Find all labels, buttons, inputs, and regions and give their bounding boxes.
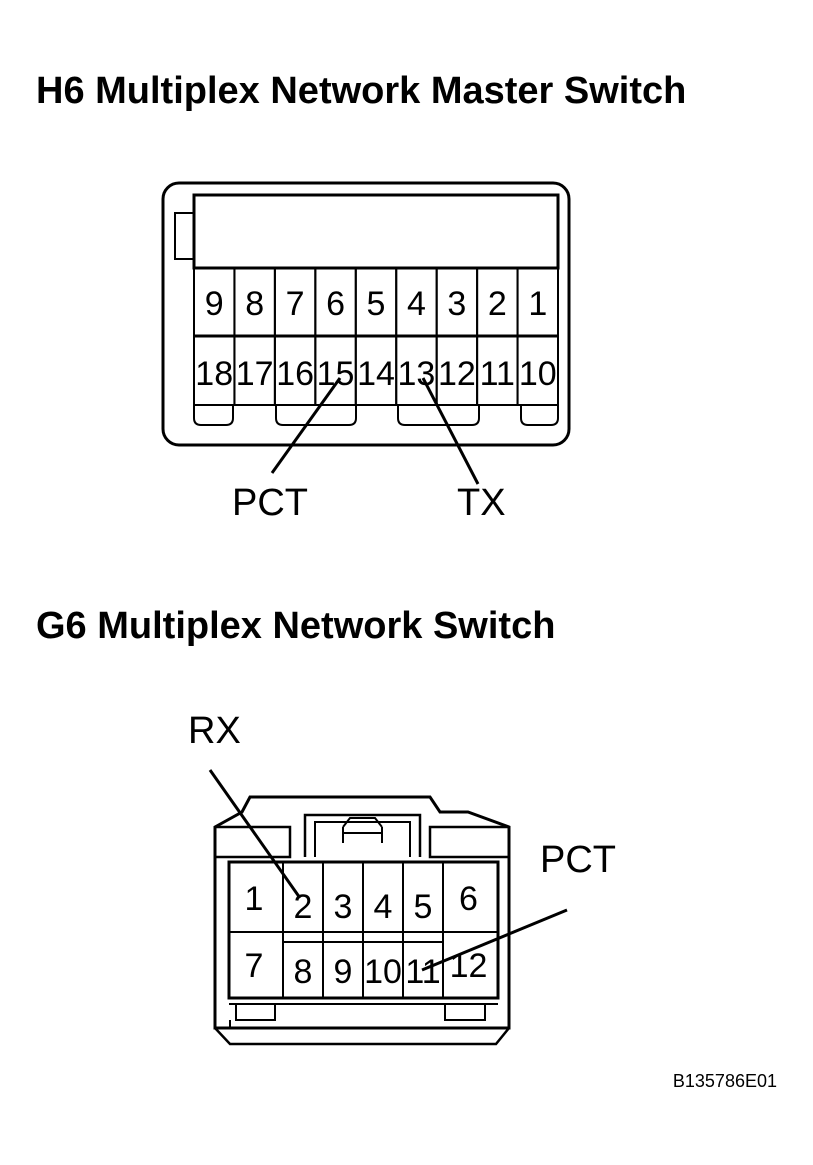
g6-pin-number: 7 bbox=[245, 947, 264, 985]
h6-key-tab bbox=[397, 405, 480, 426]
g6-lock-tab bbox=[342, 817, 383, 828]
h6-side-latch bbox=[174, 212, 195, 260]
h6-pin-number: 3 bbox=[447, 285, 466, 323]
h6-tx-callout-label: TX bbox=[457, 482, 506, 524]
h6-pin-number: 18 bbox=[195, 355, 233, 393]
h6-housing-outline bbox=[161, 181, 571, 447]
h6-pct-leader-line bbox=[270, 377, 342, 474]
g6-rx-callout-label: RX bbox=[188, 710, 241, 752]
h6-pin-cells bbox=[193, 267, 559, 406]
h6-pin-number: 12 bbox=[438, 355, 476, 393]
g6-pin-number: 6 bbox=[459, 880, 478, 918]
h6-pin-number: 7 bbox=[286, 285, 305, 323]
g6-pct-callout-label: PCT bbox=[540, 839, 616, 881]
h6-pin-number: 4 bbox=[407, 285, 426, 323]
h6-key-tab bbox=[193, 405, 234, 426]
g6-pin-number: 12 bbox=[450, 947, 488, 985]
h6-pin-number: 6 bbox=[326, 285, 345, 323]
g6-lock-frame bbox=[303, 813, 422, 857]
g6-connector bbox=[213, 795, 511, 1046]
figure-code: B135786E01 bbox=[672, 1071, 777, 1091]
g6-pin-number: 1 bbox=[245, 880, 264, 918]
g6-pin-cells bbox=[228, 861, 499, 999]
g6-pct-leader-line bbox=[421, 908, 568, 972]
g6-lock-inner bbox=[314, 821, 411, 857]
g6-right-shoulder bbox=[428, 825, 509, 859]
g6-bottom-clip bbox=[444, 1004, 486, 1021]
h6-pin-number: 10 bbox=[519, 355, 557, 393]
g6-pin-number: 9 bbox=[334, 953, 353, 991]
h6-connector bbox=[161, 181, 571, 447]
h6-pin-number: 16 bbox=[276, 355, 314, 393]
g6-pin-cell bbox=[442, 931, 499, 999]
h6-pin-number: 13 bbox=[398, 355, 436, 393]
h6-top-panel bbox=[192, 193, 560, 270]
h6-key-tab bbox=[520, 405, 559, 426]
g6-bottom-clip bbox=[229, 1004, 276, 1028]
h6-pin-number: 5 bbox=[367, 285, 386, 323]
g6-pin-number: 4 bbox=[374, 888, 393, 926]
g6-left-shoulder bbox=[215, 825, 292, 859]
g6-pin-number: 10 bbox=[364, 953, 402, 991]
g6-pin-number: 11 bbox=[405, 953, 440, 991]
h6-pin-number: 9 bbox=[205, 285, 224, 323]
h6-pin-number: 1 bbox=[528, 285, 547, 323]
h6-tx-leader-line bbox=[421, 377, 480, 485]
h6-pin-number: 8 bbox=[245, 285, 264, 323]
g6-base-lip bbox=[214, 1027, 510, 1046]
g6-housing-outline bbox=[213, 795, 511, 1030]
g6-pin-number: 5 bbox=[414, 888, 433, 926]
g6-pin-number: 3 bbox=[334, 888, 353, 926]
h6-pin-number: 2 bbox=[488, 285, 507, 323]
h6-pin-number: 17 bbox=[236, 355, 274, 393]
h6-pin-number: 14 bbox=[357, 355, 395, 393]
h6-connector-title: H6 Multiplex Network Master Switch bbox=[36, 70, 687, 112]
g6-connector-title: G6 Multiplex Network Switch bbox=[36, 605, 556, 647]
h6-pin-number: 15 bbox=[317, 355, 355, 393]
g6-rx-leader-line bbox=[208, 769, 302, 899]
h6-pct-callout-label: PCT bbox=[232, 482, 308, 524]
h6-key-tab bbox=[275, 405, 357, 426]
g6-pin-number: 8 bbox=[294, 953, 313, 991]
h6-pin-number: 11 bbox=[480, 355, 515, 393]
